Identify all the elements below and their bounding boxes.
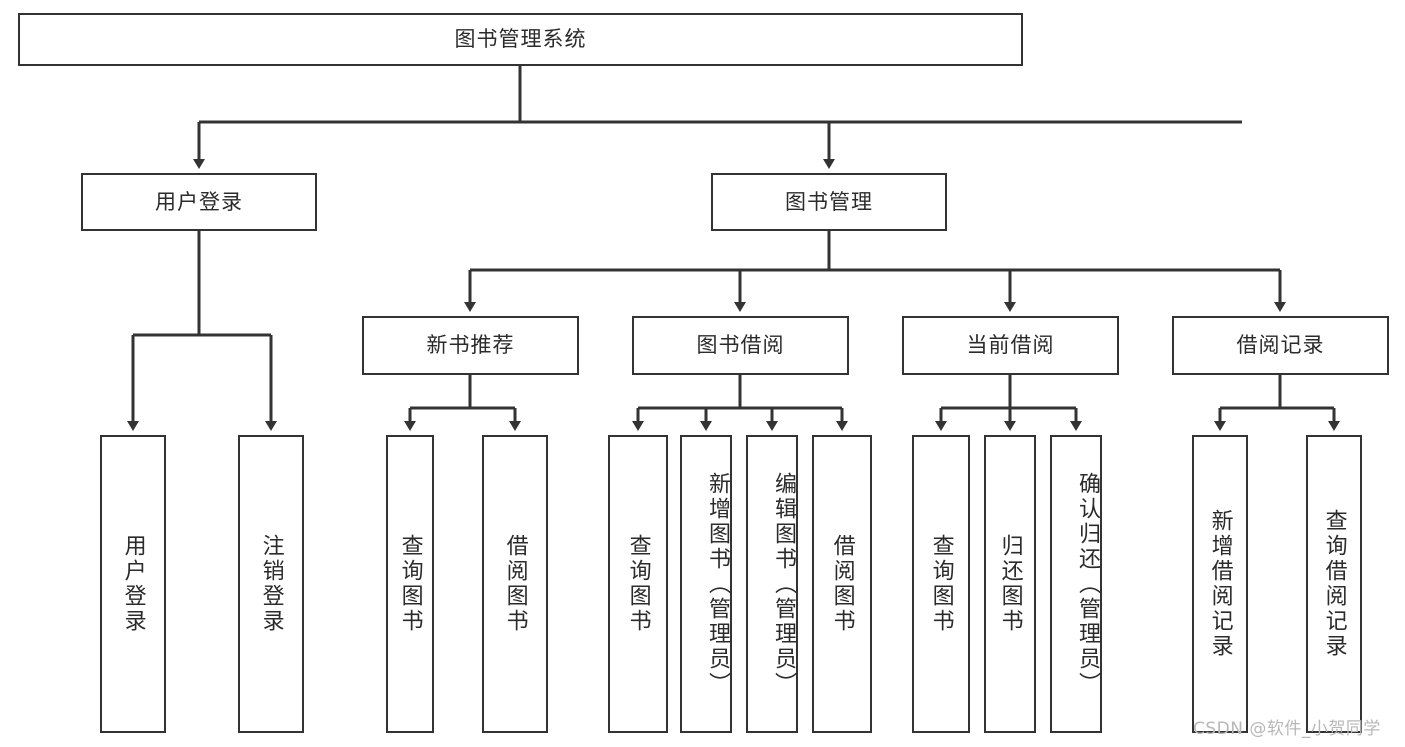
node-leaf-confirm-return-admin-label: 确认归还（管理员） <box>1075 471 1100 697</box>
node-user-login-label: 用户登录 <box>155 189 243 214</box>
node-leaf-query-book-2-label: 查询图书 <box>625 534 651 634</box>
node-current-borrow[interactable]: 当前借阅 <box>902 316 1119 375</box>
node-leaf-add-borrow-record[interactable]: 新增借阅记录 <box>1192 435 1248 733</box>
node-book-borrow-label: 图书借阅 <box>696 333 785 358</box>
node-leaf-edit-book-admin[interactable]: 编辑图书（管理员） <box>746 435 798 733</box>
node-leaf-user-login[interactable]: 用户登录 <box>100 435 166 733</box>
node-book-manage[interactable]: 图书管理 <box>711 173 947 231</box>
node-leaf-borrow-book-1-label: 借阅图书 <box>502 534 528 634</box>
node-leaf-query-book-2[interactable]: 查询图书 <box>608 435 668 733</box>
node-leaf-add-book-admin-label: 新增图书（管理员） <box>705 471 730 697</box>
node-leaf-query-book-1[interactable]: 查询图书 <box>386 435 434 733</box>
node-leaf-confirm-return-admin[interactable]: 确认归还（管理员） <box>1050 435 1102 733</box>
edge-book-borrow-to-leaves <box>632 375 848 431</box>
node-book-borrow[interactable]: 图书借阅 <box>632 316 849 375</box>
edge-new-book-rec-to-leaves <box>404 375 521 431</box>
node-root-label: 图书管理系统 <box>454 27 587 52</box>
node-new-book-rec-label: 新书推荐 <box>426 333 515 358</box>
node-leaf-query-borrow-record-label: 查询借阅记录 <box>1321 509 1347 659</box>
edge-borrow-record-to-leaves <box>1214 375 1340 431</box>
node-leaf-edit-book-admin-label: 编辑图书（管理员） <box>771 471 796 697</box>
csdn-watermark: CSDN @软件_小贺同学 <box>1193 719 1381 739</box>
node-current-borrow-label: 当前借阅 <box>966 333 1055 358</box>
node-leaf-borrow-book-2-label: 借阅图书 <box>829 534 855 634</box>
node-user-login[interactable]: 用户登录 <box>81 173 317 231</box>
node-borrow-record[interactable]: 借阅记录 <box>1172 316 1389 375</box>
node-leaf-user-logout[interactable]: 注销登录 <box>238 435 304 733</box>
node-book-manage-label: 图书管理 <box>785 189 873 214</box>
edge-user-login-to-leaves <box>127 231 277 431</box>
node-borrow-record-label: 借阅记录 <box>1236 333 1325 358</box>
node-leaf-query-borrow-record[interactable]: 查询借阅记录 <box>1306 435 1362 733</box>
node-new-book-rec[interactable]: 新书推荐 <box>362 316 579 375</box>
node-leaf-borrow-book-2[interactable]: 借阅图书 <box>812 435 872 733</box>
edge-book-manage-to-level3 <box>464 231 1286 312</box>
node-leaf-return-book[interactable]: 归还图书 <box>984 435 1036 733</box>
edge-root-to-level2 <box>193 66 1242 169</box>
node-leaf-return-book-label: 归还图书 <box>997 534 1023 634</box>
node-leaf-add-book-admin[interactable]: 新增图书（管理员） <box>680 435 732 733</box>
node-leaf-user-logout-label: 注销登录 <box>258 534 284 634</box>
edge-current-borrow-to-leaves <box>935 375 1082 431</box>
node-leaf-query-book-3-label: 查询图书 <box>928 534 954 634</box>
node-root[interactable]: 图书管理系统 <box>18 13 1023 66</box>
node-leaf-user-login-label: 用户登录 <box>120 534 146 634</box>
node-leaf-query-book-1-label: 查询图书 <box>397 534 423 634</box>
node-leaf-add-borrow-record-label: 新增借阅记录 <box>1207 509 1233 659</box>
node-leaf-borrow-book-1[interactable]: 借阅图书 <box>482 435 548 733</box>
node-leaf-query-book-3[interactable]: 查询图书 <box>912 435 970 733</box>
